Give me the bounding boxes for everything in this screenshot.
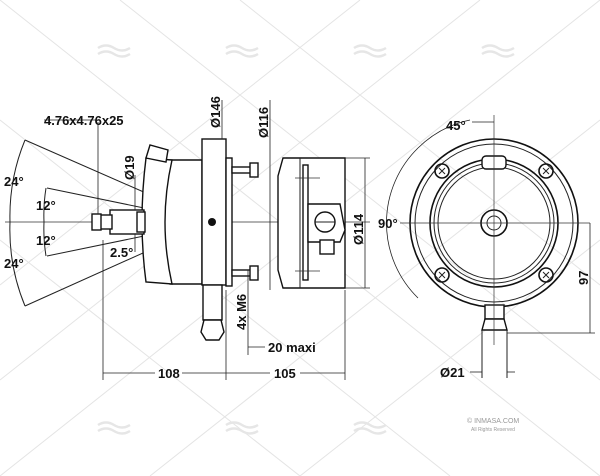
side-dimensions (44, 100, 370, 380)
side-dimension-labels: 4.76x4.76x25 24° 12° 12° 24° 2.5° Ø19 Ø1… (4, 96, 366, 381)
angle-down-outer-label: 24° (4, 256, 24, 271)
angle-up-inner-label: 12° (36, 198, 56, 213)
bolts-label: 4x M6 (234, 294, 249, 330)
stem-height-label: 97 (576, 271, 591, 285)
svg-text:© INMASA.COM: © INMASA.COM (467, 417, 519, 425)
helm-stem (202, 284, 223, 321)
shaft-dia-label: Ø19 (122, 155, 137, 180)
angle-up-outer-label: 24° (4, 174, 24, 189)
flange-dia-label: Ø146 (208, 96, 223, 128)
grease-nipple (145, 144, 169, 163)
angle-small-label: 2.5° (110, 245, 133, 260)
pivot-point (208, 218, 216, 226)
spigot-dia-label: Ø116 (256, 107, 271, 138)
hole-angle-label: 45° (446, 118, 466, 133)
spacer-plate (225, 157, 233, 287)
shaft-nut (99, 214, 113, 230)
mounting-holes (434, 163, 554, 283)
svg-text:All Rights Reserved: All Rights Reserved (471, 427, 515, 433)
rear-length-label: 105 (274, 366, 296, 381)
side-view (5, 138, 370, 341)
front-dimensions (386, 119, 595, 373)
hole-spacing-angle-label: 90° (378, 216, 398, 231)
max-thickness-label: 20 maxi (268, 340, 316, 355)
angle-down-inner-label: 12° (36, 233, 56, 248)
flange (201, 138, 227, 286)
body-dia-label: Ø114 (351, 213, 366, 245)
front-length-label: 108 (158, 366, 180, 381)
copyright-watermark: © INMASA.COM All Rights Reserved (467, 417, 519, 433)
front-dimension-labels: 45° 90° 97 Ø21 (378, 118, 591, 380)
front-view (400, 115, 590, 378)
key-size-label: 4.76x4.76x25 (44, 113, 124, 128)
stem-dia-label: Ø21 (440, 365, 465, 380)
mounting-bolts (231, 162, 259, 281)
seal-ring (141, 157, 173, 285)
watermark-logos (97, 44, 515, 435)
stem-front (484, 304, 505, 320)
